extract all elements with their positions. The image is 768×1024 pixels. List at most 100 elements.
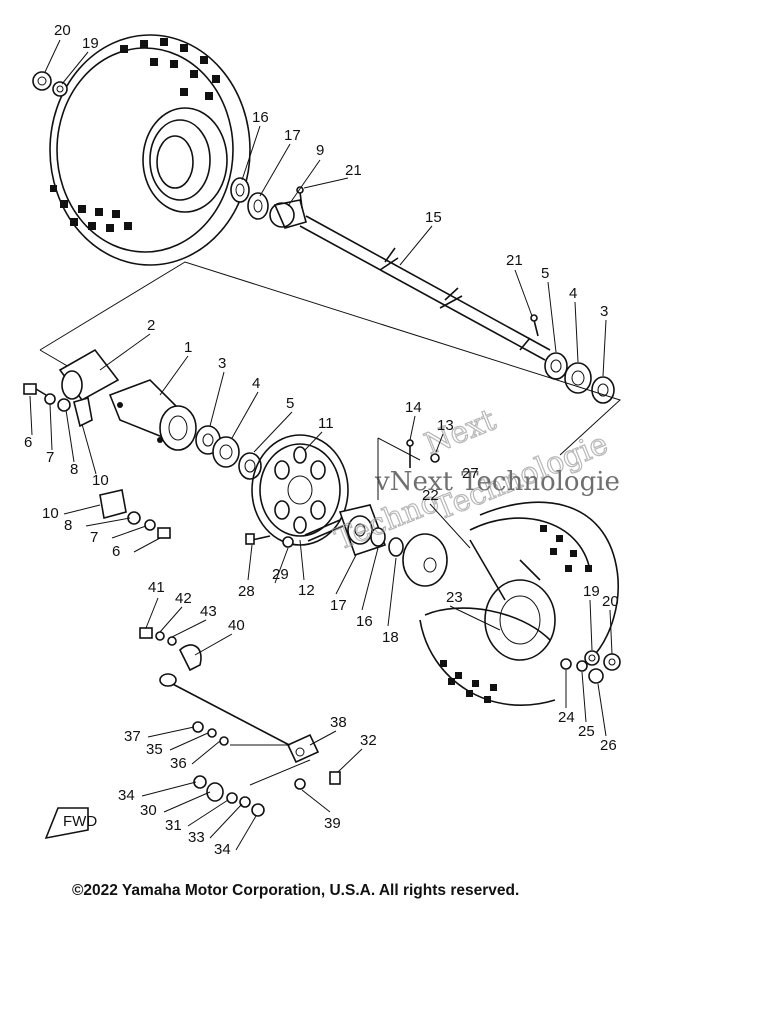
callout: 1 (184, 339, 192, 356)
washer-19-top (52, 81, 68, 97)
washer-35 (207, 728, 217, 738)
washer-43 (167, 636, 177, 646)
chain-links (304, 519, 344, 542)
callout: 33 (188, 829, 205, 846)
callout: 3 (218, 355, 226, 372)
callout: 40 (228, 617, 245, 634)
callout: 31 (165, 817, 182, 834)
callout: 7 (46, 449, 54, 466)
fwd-label: FWD (63, 813, 97, 830)
washer-25 (576, 660, 588, 672)
seal-5-left (238, 452, 262, 480)
bearing-housing-1 (108, 379, 197, 451)
callout: 27 (462, 465, 479, 482)
callout: 34 (214, 841, 231, 858)
callout: 9 (316, 142, 324, 159)
callout-labels: 20 19 16 17 9 21 15 21 5 4 3 2 1 3 4 5 1… (24, 22, 619, 858)
callout: 36 (170, 755, 187, 772)
nut-13 (430, 453, 440, 463)
callout: 17 (284, 127, 301, 144)
collar-16-top (230, 177, 250, 203)
callout: 15 (425, 209, 442, 226)
callout: 19 (583, 583, 600, 600)
callout: 10 (92, 472, 109, 489)
callout: 10 (42, 505, 59, 522)
rear-wheel-left (49, 34, 251, 266)
washer-24 (560, 658, 572, 670)
callout: 37 (124, 728, 141, 745)
callout: 21 (345, 162, 362, 179)
nut-29 (282, 536, 294, 548)
nut-39 (294, 778, 306, 790)
rod-linkage (230, 744, 311, 786)
nut-34-bottom (251, 803, 265, 817)
callout: 4 (569, 285, 577, 302)
washer-19-right (584, 650, 600, 666)
callout: 13 (437, 417, 454, 434)
adjuster-10-bottom (99, 489, 127, 520)
washer-7-top (44, 393, 56, 405)
callout: 14 (405, 399, 422, 416)
washer-42 (155, 631, 165, 641)
collar-16-mid (388, 537, 404, 557)
adjuster-10-top (73, 396, 93, 428)
callout: 22 (422, 487, 439, 504)
watermark-line4: vNext Technologie (374, 467, 620, 497)
callout: 25 (578, 723, 595, 740)
driven-sprocket-11 (251, 434, 349, 546)
hub-9 (269, 199, 307, 229)
callout: 39 (324, 815, 341, 832)
watermark-line1: Next (420, 403, 501, 463)
brake-arm-40 (179, 644, 202, 672)
joint-38 (286, 733, 320, 764)
seal-3-right (591, 376, 615, 404)
spring-30 (206, 782, 224, 802)
pin-21-top (296, 186, 304, 209)
bolt-6-bottom (157, 527, 171, 539)
sprocket-17-top (247, 192, 269, 220)
bolt-6-top (23, 383, 47, 396)
callout: 3 (600, 303, 608, 320)
nut-20-top (32, 71, 52, 91)
nut-34-top (193, 775, 207, 789)
callout: 28 (238, 583, 255, 600)
callout: 12 (298, 582, 315, 599)
callout: 8 (64, 517, 72, 534)
callout: 24 (558, 709, 575, 726)
washer-31 (226, 792, 238, 804)
rear-axle-15 (299, 215, 551, 361)
callout: 32 (360, 732, 377, 749)
callout: 30 (140, 802, 157, 819)
collar-2 (58, 348, 120, 402)
callout: 20 (602, 593, 619, 610)
callout: 26 (600, 737, 617, 754)
callout: 6 (24, 434, 32, 451)
callout: 7 (90, 529, 98, 546)
callout: 17 (330, 597, 347, 614)
pin-32 (329, 771, 341, 785)
bolt-41 (139, 627, 153, 639)
seal-5-right (544, 352, 568, 380)
fwd-arrow: FWD (44, 807, 97, 840)
callout: 5 (286, 395, 294, 412)
nut-26 (588, 668, 604, 684)
rear-wheel-right (419, 501, 619, 706)
callout: 34 (118, 787, 135, 804)
callout: 6 (112, 543, 120, 560)
callout: 11 (318, 415, 334, 432)
callout: 5 (541, 265, 549, 282)
leader-lines (29, 39, 613, 851)
spring-36 (219, 736, 229, 746)
brake-rod (159, 673, 296, 749)
copyright-notice: ©2022 Yamaha Motor Corporation, U.S.A. A… (72, 882, 519, 899)
callout: 8 (70, 461, 78, 478)
nut-33 (239, 796, 251, 808)
callout: 43 (200, 603, 217, 620)
washer-8-top (57, 398, 71, 412)
callout: 38 (330, 714, 347, 731)
sprocket-17-mid (370, 527, 386, 547)
callout: 19 (82, 35, 99, 52)
callout: 23 (446, 589, 463, 606)
nut-20-right (603, 653, 621, 671)
callout: 35 (146, 741, 163, 758)
